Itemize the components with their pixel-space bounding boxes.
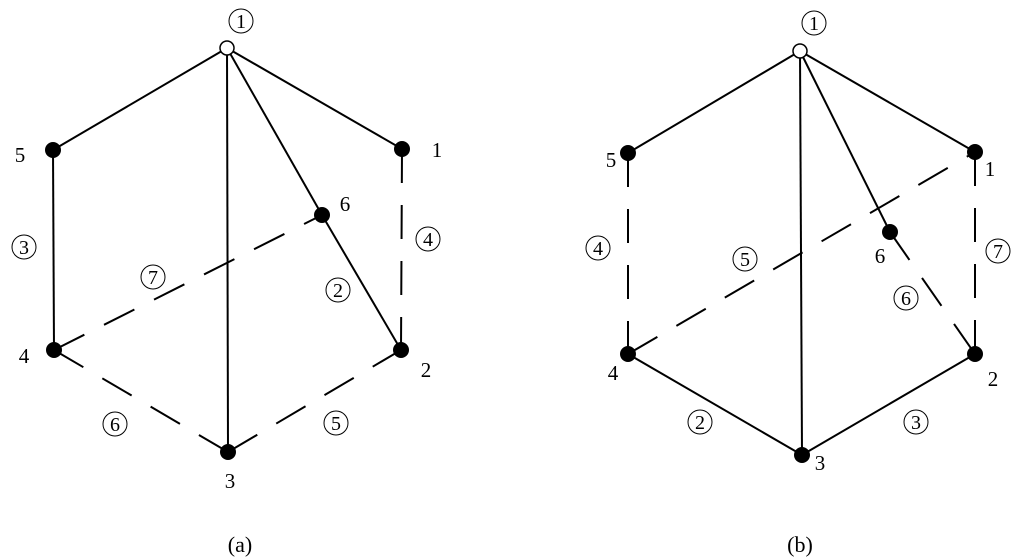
edge-4-3 [627,353,803,456]
edge-6-2 [889,231,976,355]
node-4 [46,342,62,358]
edge-label-7: 7 [148,267,158,289]
node-6 [314,207,330,223]
node-1 [394,141,410,157]
edge-label-2-circle [325,277,351,303]
edge-3-2 [227,349,402,453]
node-label-3: 3 [815,451,826,475]
node-label-2: 2 [988,367,999,391]
root-node-label: 1 [236,11,246,33]
edge-label-5-circle [323,410,349,436]
node-4 [620,346,636,362]
node-3 [220,444,236,460]
edge-label-6-circle [893,285,919,311]
node-label-5: 5 [15,143,26,167]
node-label-5: 5 [606,148,617,172]
node-5 [45,142,61,158]
edge-4-1 [627,151,976,355]
edge-label-7-circle [140,264,166,290]
diagram-b: 2 3 4 5 6 7 1 1 2 3 4 5 6 (b) [585,10,1011,557]
node-5 [620,145,636,161]
node-label-6: 6 [340,192,351,216]
edge-4-6 [53,214,323,351]
node-2 [393,342,409,358]
edge-label-6: 6 [110,414,120,436]
node-label-1: 1 [432,138,443,162]
edge-label-2-circle [687,409,713,435]
root-node-label-circle [228,8,254,34]
edge-root-5 [627,50,801,154]
node-label-3: 3 [225,469,236,493]
edge-label-4: 4 [423,229,433,251]
edge-label-4: 4 [593,238,603,260]
edge-label-7-circle [985,238,1011,264]
edge-4-3 [53,349,229,453]
edge-label-3: 3 [911,412,921,434]
edge-6-2 [321,214,402,351]
edge-label-4-circle [415,226,441,252]
caption: (b) [787,532,813,557]
node-label-1: 1 [985,157,996,181]
root-node [792,43,808,59]
edge-label-5: 5 [740,249,750,271]
edge-label-3-circle [903,409,929,435]
edge-root-1 [799,50,976,153]
edge-root-6 [226,47,323,216]
node-1 [967,144,983,160]
edge-label-2: 2 [695,412,705,434]
edge-root-3 [226,47,229,453]
node-label-4: 4 [19,344,30,368]
edge-label-5-circle [732,246,758,272]
node-label-6: 6 [875,244,886,268]
edge-root-1 [226,47,403,150]
edge-label-6-circle [102,411,128,437]
node-6 [882,224,898,240]
edge-label-3-circle [11,234,37,260]
edge-label-4-circle [585,235,611,261]
edge-label-2: 2 [333,280,343,302]
edge-3-2 [801,353,976,456]
edge-1-2 [400,148,403,351]
diagram-a: 2 3 4 5 6 7 1 1 2 3 4 5 6 (a) [11,8,443,557]
node-3 [794,447,810,463]
edge-label-5: 5 [331,413,341,435]
edge-root-5 [52,47,228,151]
node-label-2: 2 [421,358,432,382]
node-label-4: 4 [608,361,619,385]
node-2 [967,346,983,362]
edge-root-6 [799,50,891,233]
edge-5-4 [52,149,55,351]
edge-label-7: 7 [993,241,1003,263]
edge-label-6: 6 [901,288,911,310]
edge-label-3: 3 [19,237,29,259]
caption: (a) [228,532,252,557]
root-node-label-circle [801,10,827,36]
root-node [219,40,235,56]
root-node-label: 1 [809,13,819,35]
